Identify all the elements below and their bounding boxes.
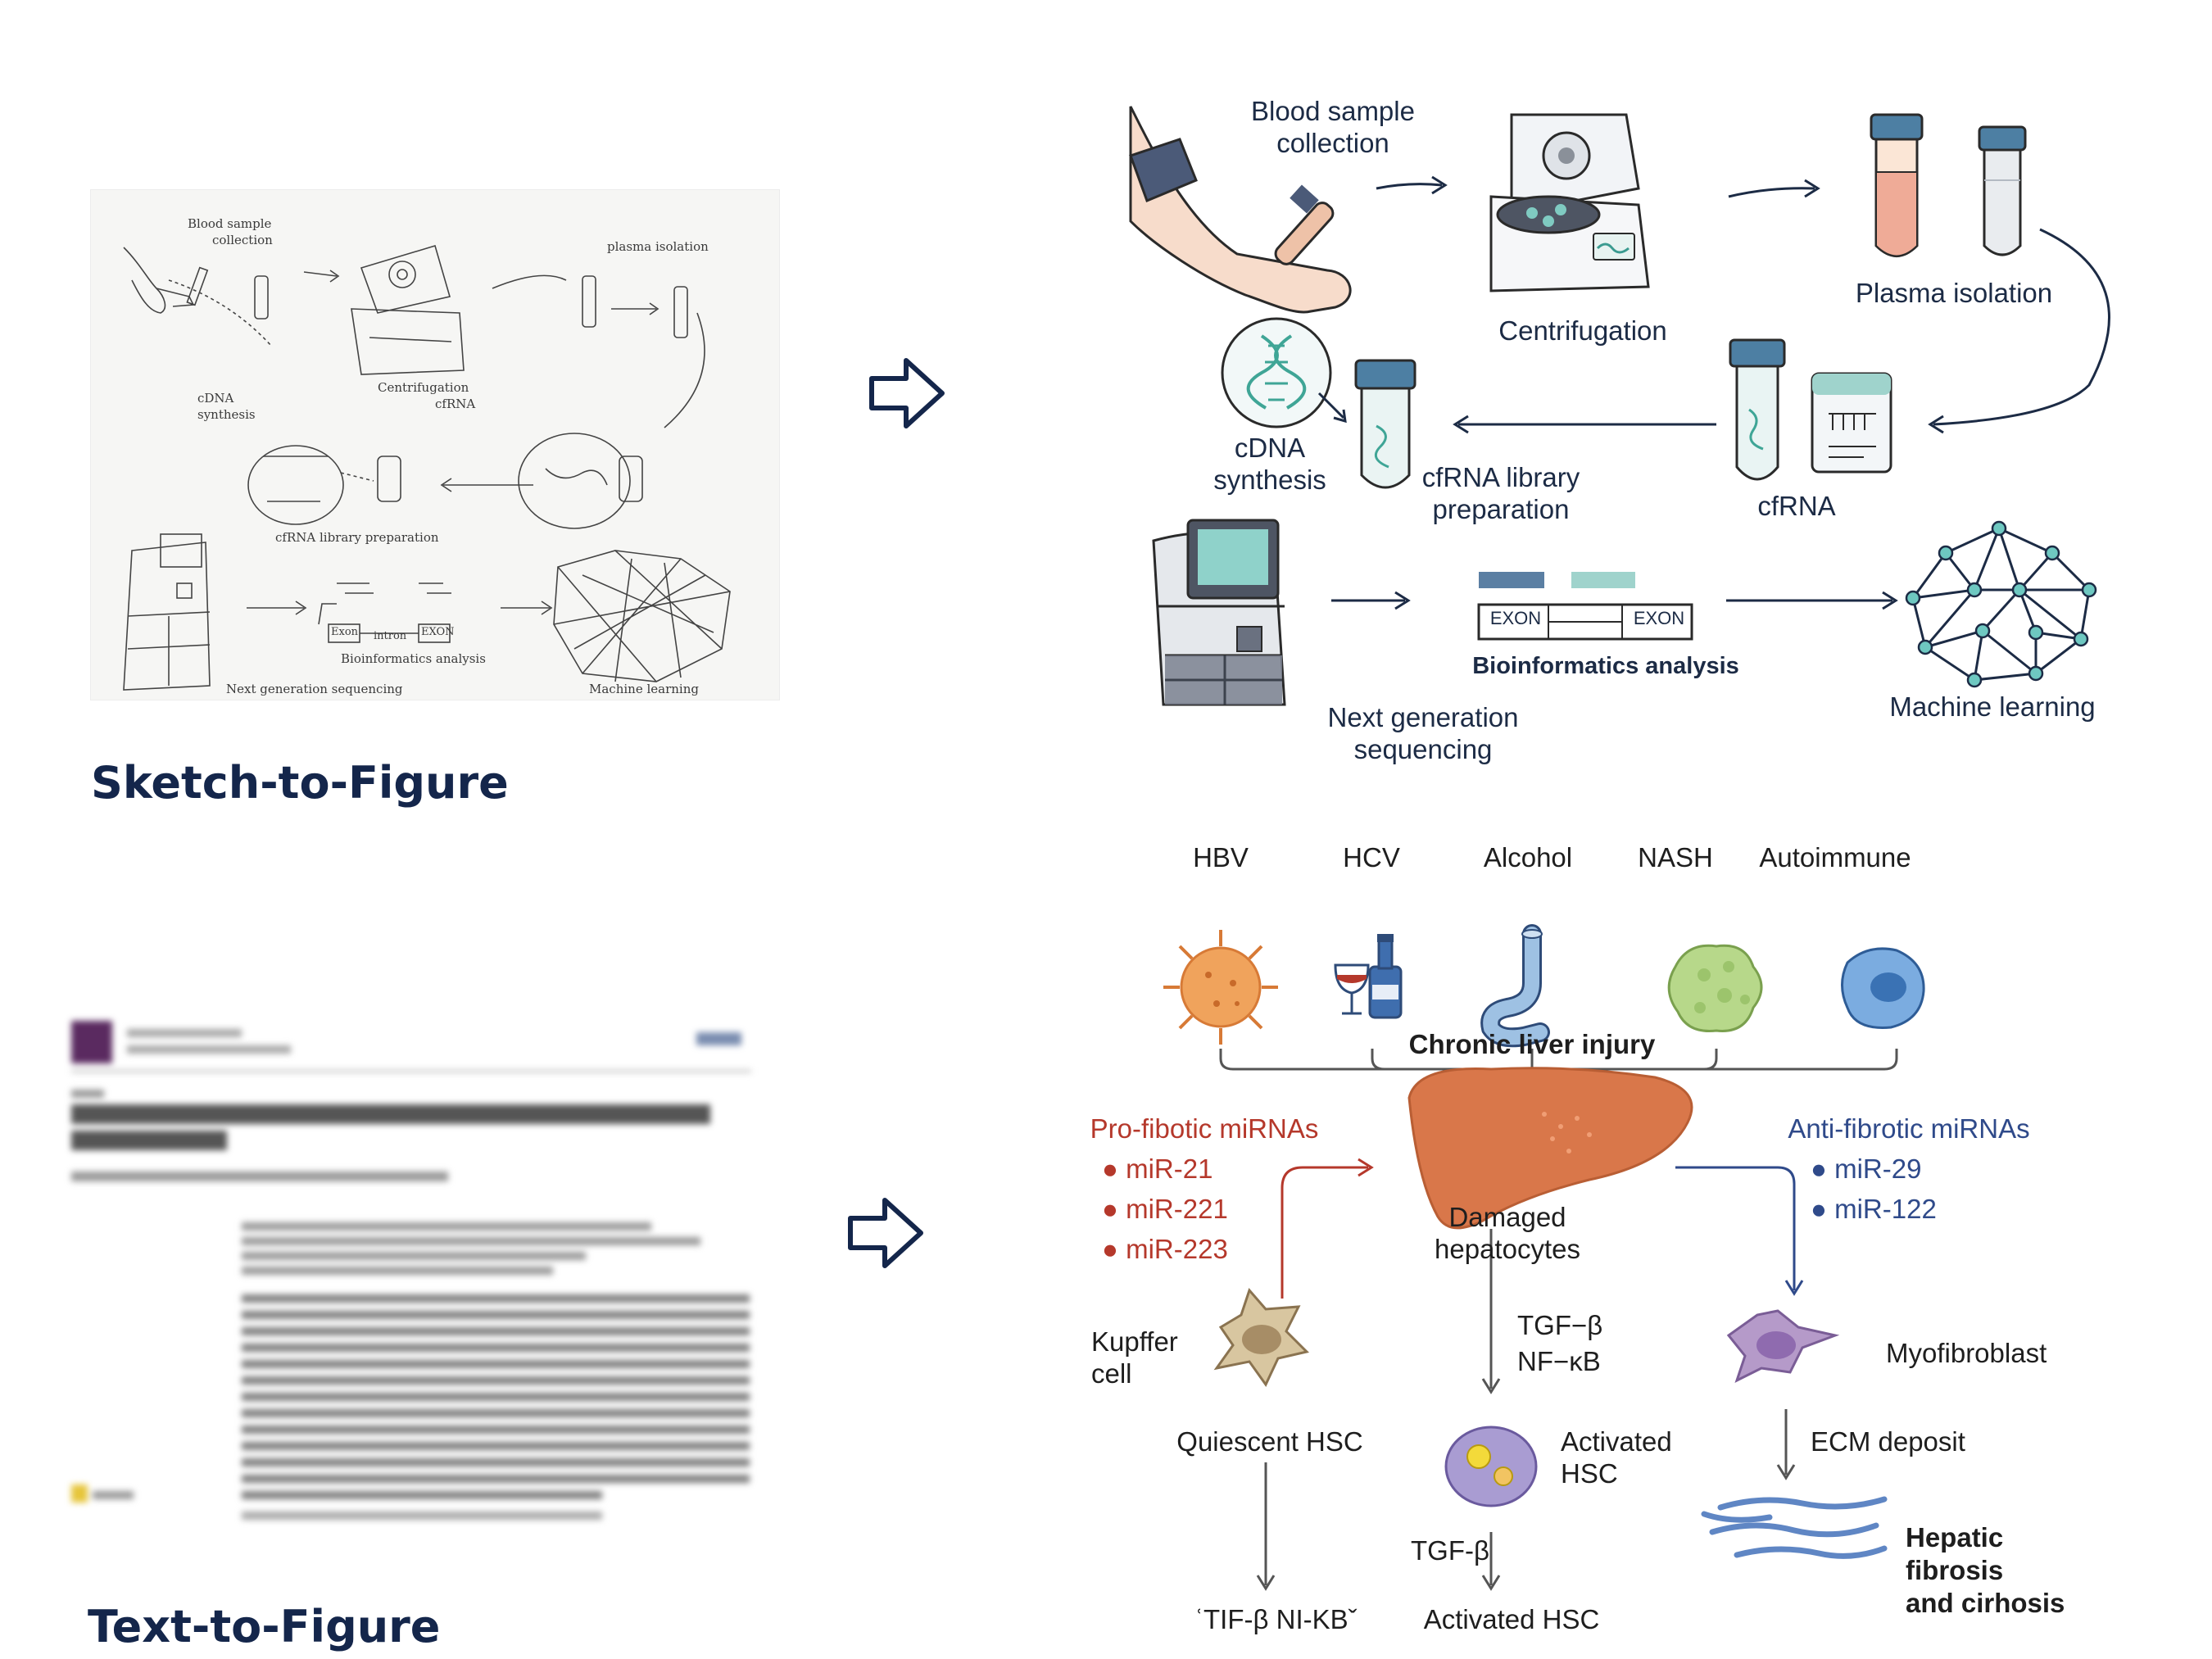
cause-nash-label: NASH [1638,842,1713,873]
cause-hcv-label: HCV [1343,842,1400,873]
pro-fibrotic-title: Pro-fibotic miRNAs [1090,1113,1319,1144]
anti-mir-122-label: miR-122 [1834,1194,1937,1224]
sketch-cdna-label-1: cDNA [197,391,234,406]
nf-kb-label: NF−κB [1517,1346,1601,1376]
pro-mir-223: ● miR-223 [1102,1234,1228,1264]
blurred-paper-page [70,1008,758,1532]
anti-mir-122: ● miR-122 [1811,1194,1937,1224]
hepatic-fibrosis-label-3: and cirhosis [1906,1588,2065,1618]
pipeline-ngs-label-2: sequencing [1353,734,1493,764]
sketch-photo: Blood sample collection plasma isolation… [91,190,779,700]
text-to-figure-arrow [848,1198,923,1268]
tgf-beta-label-2: TGF-β [1411,1535,1489,1566]
anti-mir-29: ● miR-29 [1811,1154,1922,1184]
pro-mir-221-label: miR-221 [1126,1194,1228,1224]
cause-hbv-label: HBV [1193,842,1249,873]
nash-fat-cell-icon [1667,944,1763,1033]
sketch-drawing [123,245,731,691]
tgf-beta-label-1: TGF−β [1517,1310,1603,1340]
kupffer-label-1: Kupffer [1091,1326,1178,1357]
bottom-activated-hsc-label: Activated HSC [1423,1604,1600,1634]
exon-diagram-icon [1477,572,1693,641]
pipeline-plasma-label: Plasma isolation [1855,278,2053,308]
hcv-alcohol-bottle-icon [1334,934,1403,1019]
pipeline-figure [1129,106,2110,706]
pipeline-exon2-label: EXON [1633,608,1685,628]
pipeline-cdna-label-2: synthesis [1213,465,1326,495]
pipeline-cfrna-label: cfRNA [1757,491,1836,521]
sketch-to-figure-title: Sketch-to-Figure [91,757,509,809]
pipeline-cdna-label-1: cDNA [1234,433,1306,463]
cause-alcohol-label: Alcohol [1483,842,1573,873]
sketch-ngs-label: Next generation sequencing [226,682,403,696]
pipeline-ml-label: Machine learning [1889,691,2096,722]
hepatic-fibrosis-label-1: Hepatic [1906,1522,2004,1552]
sketch-exon1-label: Exon [331,626,359,638]
activated-hsc-label-1: Activated [1561,1426,1672,1457]
myofibroblast-icon [1726,1309,1840,1383]
chronic-liver-injury-label: Chronic liver injury [1408,1029,1656,1059]
quiescent-hsc-label: Quiescent HSC [1176,1426,1363,1457]
cfrna-tube-icon [1729,338,1786,481]
activated-hsc-cell-icon [1444,1426,1538,1507]
pipeline-centrifugation-label: Centrifugation [1498,315,1667,346]
pipeline-bioinfo-label: Bioinformatics analysis [1472,653,1739,679]
bottom-left-pathway-label: ʿTIF-β NI-ΚΒˇ [1194,1604,1358,1634]
sketch-exon2-label: EXON [421,626,455,638]
anti-fibrotic-title: Anti-fibrotic miRNAs [1788,1113,2030,1144]
sketch-bioinfo-label: Bioinformatics analysis [341,651,486,666]
pro-mir-223-label: miR-223 [1126,1234,1228,1264]
pro-mir-221: ● miR-221 [1102,1194,1228,1224]
pipeline-exon1-label: EXON [1489,608,1542,628]
fibrosis-figure [1163,924,1925,1591]
sketch-blood-label-2: collection [212,233,273,247]
pipeline-blood-label-2: collection [1276,128,1389,158]
sketch-blood-label-1: Blood sample [188,216,272,231]
blood-collection-arm-icon [1129,106,1352,314]
kupffer-label-2: cell [1091,1358,1132,1389]
activated-hsc-label-2: HSC [1561,1458,1618,1489]
pipeline-library-label-1: cfRNA library [1421,462,1580,492]
hepatic-fibrosis-label-2: fibrosis [1906,1555,2004,1585]
pipeline-blood-label-1: Blood sample [1251,96,1415,126]
text-to-figure-title: Text-to-Figure [88,1601,441,1652]
cause-autoimmune-label: Autoimmune [1759,842,1911,873]
damaged-hepatocytes-label-2: hepatocytes [1435,1234,1580,1264]
pro-mir-21: ● miR-21 [1102,1154,1213,1184]
kupffer-cell-icon [1213,1288,1309,1387]
dna-helix-icon [1221,317,1332,428]
pipeline-ngs-label-1: Next generation [1327,702,1519,732]
sketch-centrifugation-label: Centrifugation [378,380,469,395]
sketch-cdna-label-2: synthesis [197,407,256,422]
ngs-sequencer-icon [1152,519,1286,706]
blurred-paper-content [71,1021,751,1520]
centrifuge-icon [1489,113,1650,292]
myofibroblast-label: Myofibroblast [1886,1338,2047,1368]
plasma-tubes-icon [1870,113,2027,257]
sketch-intron-label: intron [374,630,407,642]
library-tube-icon [1354,359,1416,489]
sketch-library-label: cfRNA library preparation [275,530,439,545]
pipeline-library-label-2: preparation [1432,494,1570,524]
sketch-ml-label: Machine learning [589,682,699,696]
damaged-hepatocytes-label-1: Damaged [1448,1202,1566,1232]
autoimmune-cell-icon [1841,947,1925,1029]
sketch-to-figure-arrow [869,358,945,428]
sketch-plasma-label: plasma isolation [607,239,709,254]
damaged-liver-icon [1407,1067,1693,1230]
alcohol-tube-icon [1480,924,1550,1048]
anti-mir-29-label: miR-29 [1834,1154,1922,1184]
pro-mir-21-label: miR-21 [1126,1154,1213,1184]
hbv-virus-icon [1163,930,1278,1045]
ecm-deposit-label: ECM deposit [1811,1426,1965,1457]
cfrna-report-icon [1811,372,1892,474]
ecm-fibers-icon [1701,1496,1888,1559]
sketch-cfrna-label: cfRNA [435,397,476,411]
